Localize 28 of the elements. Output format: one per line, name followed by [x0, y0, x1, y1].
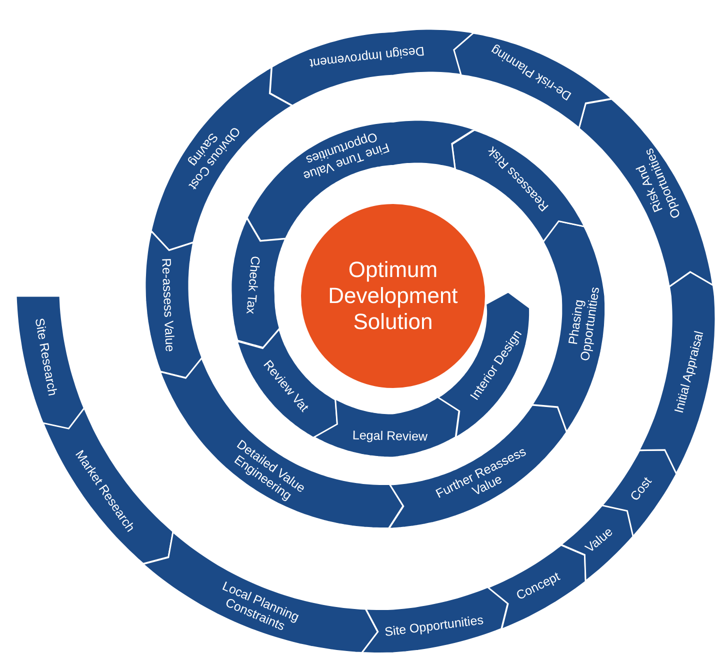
chevron-segment: [150, 67, 292, 250]
chevron-segment: [532, 220, 606, 432]
segment-label: Re-assess Value: [158, 258, 177, 352]
segment-label: Design Improvement: [308, 43, 425, 70]
chevron-segment: [230, 218, 286, 348]
chevron-segment: [362, 587, 508, 654]
chevron-segment: [144, 231, 202, 378]
segment-label: Site Opportunities: [384, 612, 484, 639]
chevron-segment: [16, 296, 84, 429]
chevron-segment: [639, 272, 716, 474]
segment-label: Site Research: [32, 317, 60, 398]
segment-label: Initial Appraisal: [672, 329, 706, 414]
chevron-segment: [388, 404, 567, 528]
chevron-segment: [246, 120, 474, 242]
segment-label: Legal Review: [352, 428, 428, 444]
chevron-segment: [579, 98, 714, 286]
chevron-segment: [488, 544, 586, 629]
chevron-segment: [453, 33, 612, 128]
chevron-segment: [452, 130, 584, 242]
chevron-segment: [560, 504, 634, 581]
chevron-segment: [42, 408, 173, 564]
center-title: Optimum Development Solution: [327, 257, 459, 335]
chevron-segment: [237, 328, 338, 438]
segment-label: Phasing Opportunities: [564, 284, 603, 364]
chevron-segment: [270, 29, 474, 106]
chevron-segment: [143, 532, 378, 653]
chevron-segment: [314, 397, 460, 458]
segment-label: Check Tax: [244, 255, 262, 314]
